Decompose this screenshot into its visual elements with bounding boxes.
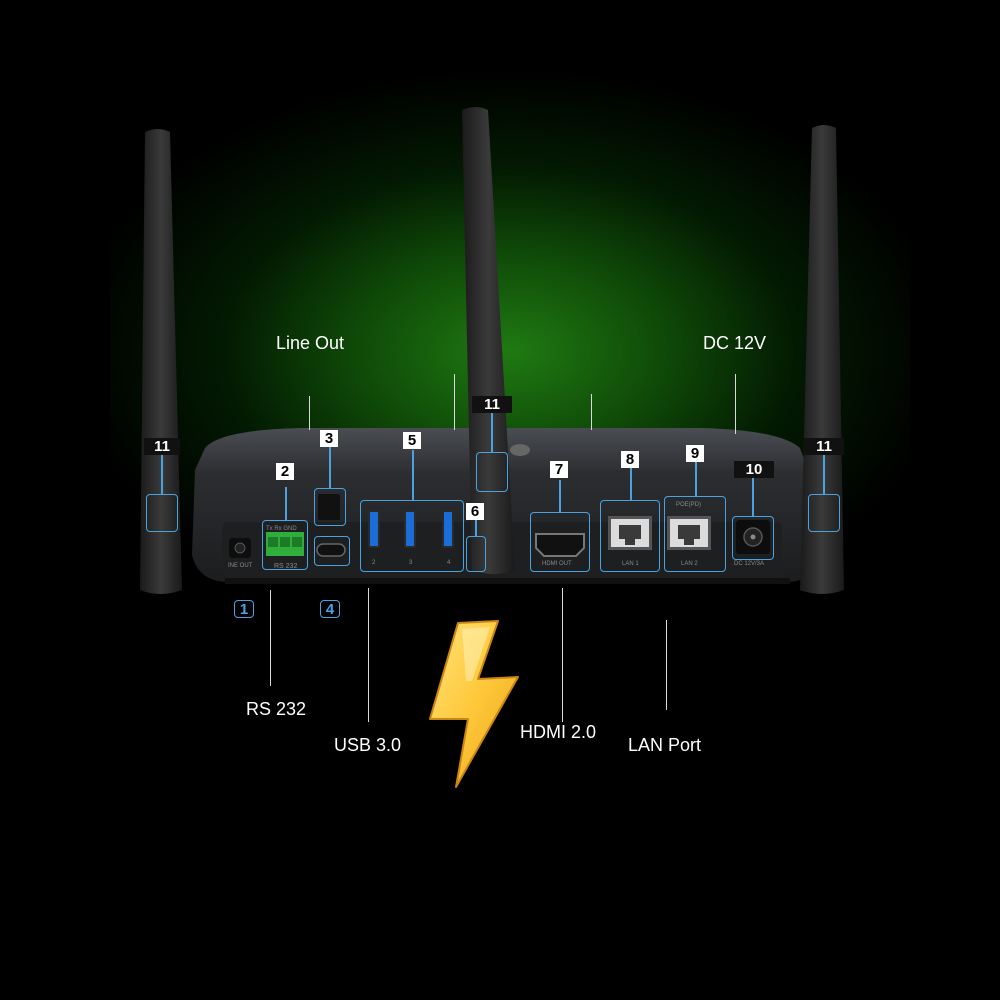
callout-lan-port: LAN Port (628, 735, 702, 755)
port-label-hdmi-out: HDMI OUT (542, 561, 572, 567)
callout-box-8 (600, 500, 660, 572)
callout-line-11-left (161, 455, 163, 494)
number-tag-6: 6 (466, 503, 484, 520)
port-label-usb3: 3 (409, 560, 413, 566)
callout-box-11-left (146, 494, 178, 532)
callout-box-4b (320, 600, 340, 618)
callout-box-10 (732, 516, 774, 560)
callout-line-5 (412, 450, 414, 500)
callout-line-9 (695, 462, 697, 496)
callout-line-8 (630, 466, 632, 500)
number-tag-11-center: 11 (472, 396, 512, 413)
callout-line-3 (329, 446, 331, 488)
port-label-lan2: LAN 2 (681, 561, 698, 567)
callout-box-2 (262, 520, 308, 570)
usb-port-4 (442, 510, 454, 548)
number-tag-1: 1 (239, 601, 249, 618)
callout-box-9 (664, 496, 726, 572)
number-tag-4: 4 (325, 601, 335, 618)
number-tag-11-right: 11 (804, 438, 844, 455)
leader-line-dc (735, 374, 736, 434)
port-label-dc: DC 12V/3A (734, 561, 765, 567)
number-tag-7: 7 (550, 461, 568, 478)
leader-line-top-2 (454, 374, 455, 430)
number-tag-11-left: 11 (144, 438, 180, 455)
callout-box-1 (234, 600, 254, 618)
callout-line-11-right (823, 455, 825, 494)
callout-line-out: Line Out (276, 333, 345, 353)
number-tag-8: 8 (621, 451, 639, 468)
number-tag-5: 5 (403, 432, 421, 449)
number-tag-2: 2 (276, 463, 294, 480)
callout-box-5 (360, 500, 464, 572)
leader-line-usb (368, 588, 369, 722)
leader-line-lan (666, 620, 667, 710)
callout-box-3 (314, 488, 346, 526)
callout-box-11-right (808, 494, 840, 532)
callout-usb30: USB 3.0 (334, 735, 402, 755)
callout-hdmi20: HDMI 2.0 (520, 722, 597, 742)
port-label-poe: POE(PD) (676, 502, 702, 508)
callout-line-2 (285, 487, 287, 520)
callout-line-7 (559, 480, 561, 512)
callout-line-11-center (491, 412, 493, 452)
callout-box-11-center (476, 452, 508, 492)
port-label-rs232: RS 232 (274, 563, 298, 570)
leader-line-top-3 (591, 394, 592, 430)
port-label-line-out: INE OUT (228, 563, 253, 569)
number-tag-10: 10 (734, 461, 774, 478)
usb-port-3 (404, 510, 416, 548)
leader-line-hdmi (562, 588, 563, 722)
callout-rs232: RS 232 (246, 699, 307, 719)
callout-box-6 (466, 536, 486, 572)
usb-port-2 (368, 510, 380, 548)
leader-line-rs232 (270, 590, 271, 686)
callout-box-7 (530, 512, 590, 572)
lan-port-2 (667, 516, 711, 550)
leader-line-out (309, 396, 310, 430)
callout-dc-12v: DC 12V (703, 333, 767, 353)
lightning-bolt-icon (429, 620, 519, 788)
port-label-rs232-pins: Tx Rx GND (266, 526, 297, 532)
number-tag-3: 3 (320, 430, 338, 447)
port-label-usb4: 4 (447, 560, 451, 566)
lan-port-1 (608, 516, 652, 550)
callout-box-4 (314, 536, 350, 566)
port-label-lan1: LAN 1 (622, 561, 639, 567)
number-tag-9: 9 (686, 445, 704, 462)
callout-line-6 (475, 520, 477, 536)
callout-line-10 (752, 476, 754, 516)
port-label-usb2: 2 (372, 560, 376, 566)
